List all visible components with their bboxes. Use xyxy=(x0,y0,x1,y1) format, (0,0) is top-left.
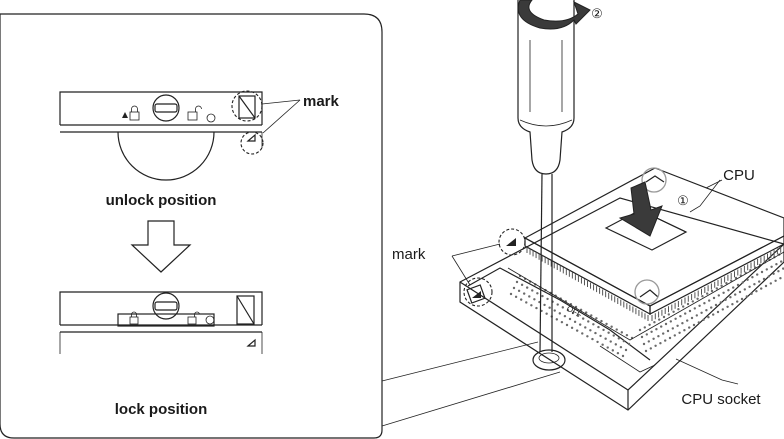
cpu-corner-highlight-bottom xyxy=(634,279,660,305)
step-1-marker: ① xyxy=(677,193,689,208)
cpu-leader-a xyxy=(705,179,723,189)
lock-icon xyxy=(129,105,140,121)
callout-leader-lower xyxy=(381,371,561,427)
mark-highlight-upper xyxy=(231,90,263,122)
lever-knob-locked xyxy=(152,292,180,320)
socket-mark-label: mark xyxy=(392,246,426,263)
cpu-label: CPU xyxy=(723,167,755,184)
step-2-marker: ② xyxy=(591,6,603,21)
callout-leader-upper xyxy=(381,341,539,382)
mark-leader-lower xyxy=(451,255,471,286)
socket-pin-holes xyxy=(509,253,784,358)
screwdriver xyxy=(517,0,575,371)
unlock-position-label: unlock position xyxy=(106,192,217,209)
svg-text:OFF: OFF xyxy=(565,304,583,320)
inset-panel xyxy=(0,13,383,439)
cpu-leader xyxy=(689,179,721,213)
mark-highlight-lower xyxy=(240,131,264,155)
mark-leader-upper xyxy=(451,243,501,257)
cpu-corner-highlight-top xyxy=(641,167,667,193)
socket-mark-highlight-upper xyxy=(498,228,526,256)
cpu-pins xyxy=(526,245,784,321)
lock-icon-locked xyxy=(129,311,139,325)
lock-position-label: lock position xyxy=(115,401,208,418)
down-arrow xyxy=(130,220,192,273)
unlock-lever-illustration xyxy=(59,90,301,181)
lever-knob xyxy=(152,94,180,122)
unlock-icon-locked xyxy=(187,311,200,325)
inset-mark-label: mark xyxy=(303,93,340,110)
cpu-socket-label: CPU socket xyxy=(681,391,761,408)
rotate-arrow xyxy=(517,0,591,30)
lock-lever-illustration xyxy=(59,291,263,354)
unlock-icon xyxy=(187,105,202,121)
socket-leader xyxy=(675,358,739,385)
press-down-arrow xyxy=(618,181,663,237)
socket-mark-highlight-lower xyxy=(463,277,493,307)
cpu-socket: OFF xyxy=(459,197,784,411)
